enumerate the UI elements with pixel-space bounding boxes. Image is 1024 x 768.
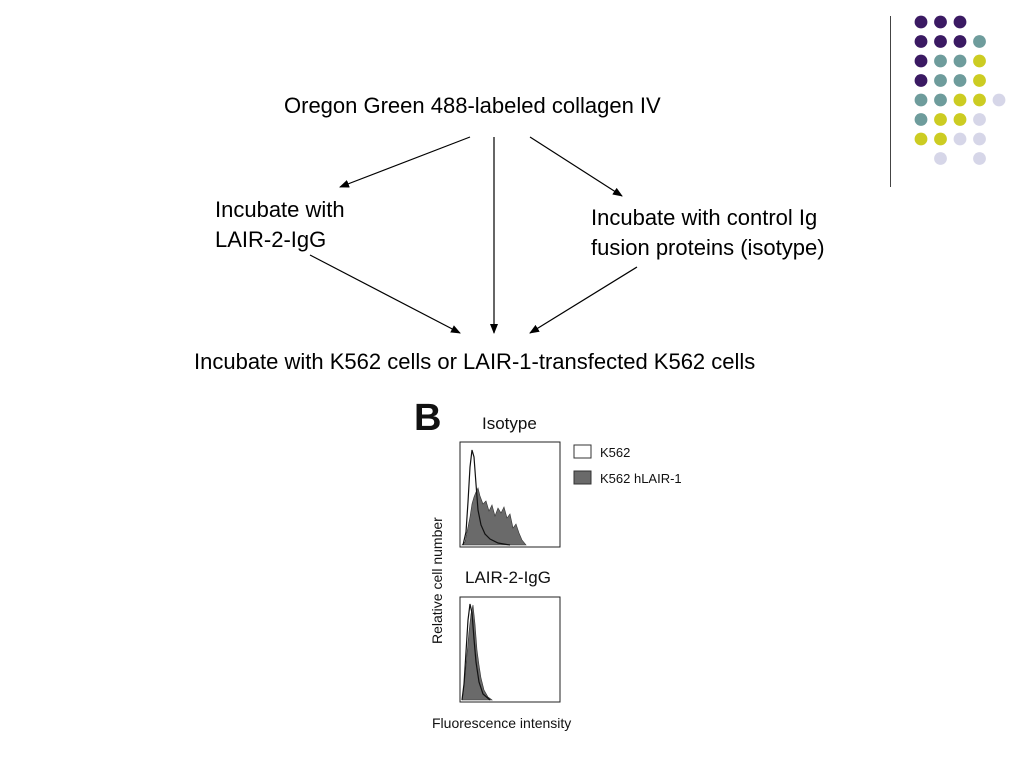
decorative-dot [914,132,928,146]
decorative-dot [953,74,967,87]
decorative-dot [934,54,947,68]
legend-swatch-open [573,444,592,459]
decorative-dot [914,74,928,87]
decorative-dot [953,35,967,48]
top-step-label: Oregon Green 488-labeled collagen IV [284,93,661,118]
left-step-label-line1: Incubate with [215,197,345,222]
arrow-right-to-bottom [529,266,638,334]
decorative-dot [914,113,928,126]
legend-swatch-filled [573,470,592,485]
decorative-dot [973,113,986,126]
x-axis-label: Fluorescence intensity [432,715,571,731]
top-histogram-open [462,449,511,546]
bottom-histogram-filled [461,604,493,701]
decorative-dot [953,113,967,126]
decorative-dot [992,93,1006,107]
panel-label-b: B [414,397,441,439]
decorative-dot [953,15,967,29]
arrow-left-to-bottom [309,254,461,334]
decorative-dot [973,93,986,107]
legend-label-filled: K562 hLAIR-1 [600,471,682,486]
left-step-label-line2: LAIR-2-IgG [215,227,327,252]
decorative-dot [973,35,986,48]
decorative-dot [953,132,967,146]
decorative-dot [914,54,928,68]
decorative-dot [934,15,947,29]
top-panel-title: Isotype [482,414,537,433]
arrow-top-to-right [529,136,623,197]
bottom-histogram-open [461,603,491,701]
decorative-dot [934,93,947,107]
decorative-dot [934,132,947,146]
decorative-dot [914,93,928,107]
flow-arrows [309,136,638,334]
decorative-dot [934,35,947,48]
bottom-panel-title: LAIR-2-IgG [465,568,551,587]
y-axis-label: Relative cell number [429,517,445,644]
decorative-divider [890,16,891,187]
arrow-top-to-left [339,136,471,188]
flow-cytometry-figure: B Isotype LAIR-2-IgG Relative cell numbe… [414,397,682,731]
decorative-dot [973,132,986,146]
decorative-dot [934,74,947,87]
decorative-dot [914,35,928,48]
decorative-dot-grid [914,15,1006,165]
legend-label-open: K562 [600,445,630,460]
decorative-dot [934,113,947,126]
right-step-label-line1: Incubate with control Ig [591,205,818,230]
decorative-dot [953,54,967,68]
decorative-dot [914,15,928,29]
decorative-dot [973,54,986,68]
bottom-step-label: Incubate with K562 cells or LAIR-1-trans… [194,349,756,374]
decorative-dot [953,93,967,107]
decorative-dot [973,74,986,87]
decorative-dot [973,152,986,165]
decorative-dot [934,152,947,165]
right-step-label-line2: fusion proteins (isotype) [591,235,825,260]
